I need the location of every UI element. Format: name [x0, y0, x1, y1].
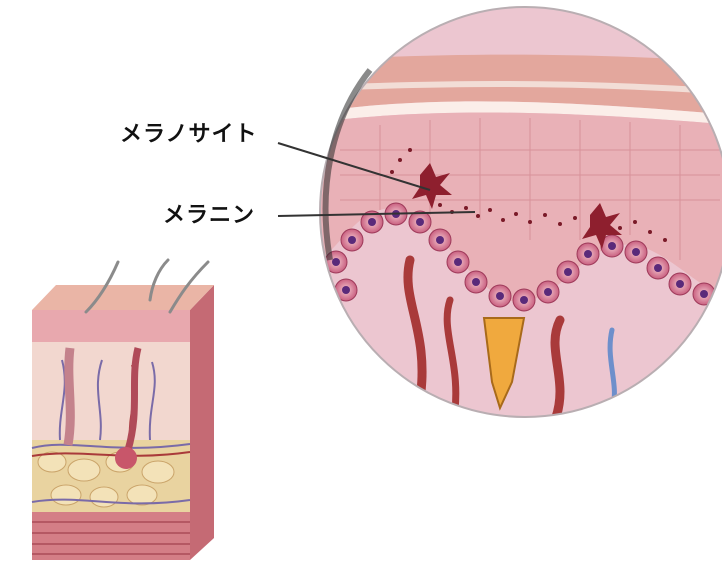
skin-block-side [190, 285, 214, 560]
skin-block-dermis [32, 342, 190, 440]
skin-block [32, 260, 214, 560]
melanocyte-label: メラノサイト [120, 116, 258, 148]
skin-block-epidermis [32, 310, 190, 342]
skin-block-muscle [32, 512, 190, 560]
melanin-label: メラニン [163, 197, 255, 229]
